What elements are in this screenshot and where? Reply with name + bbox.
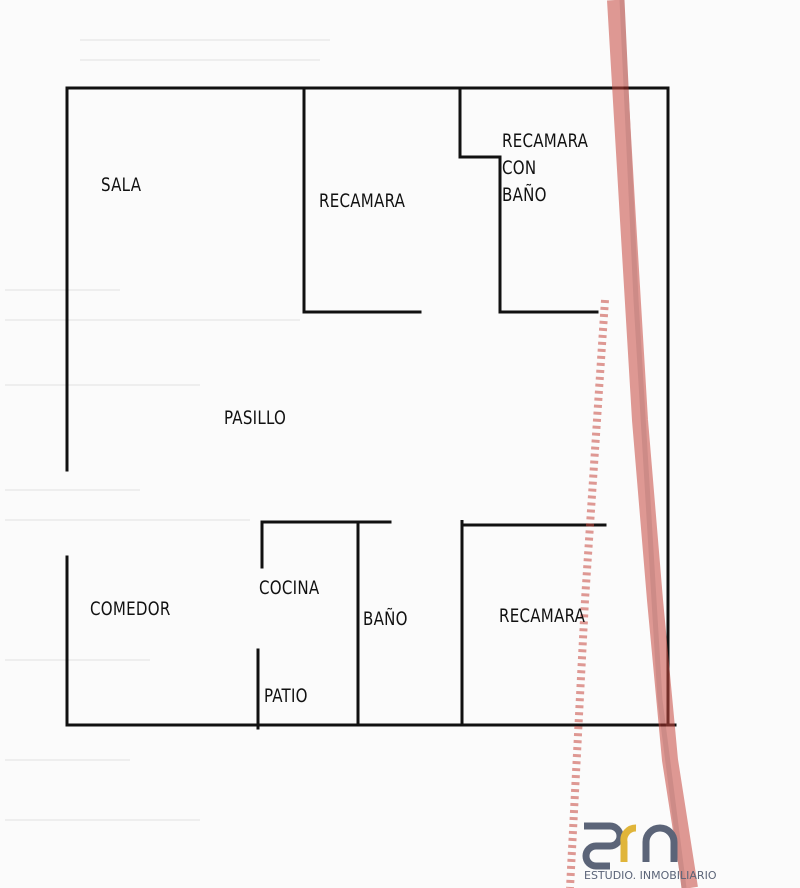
- room-label-recamara-con-bano-1: RECAMARA: [502, 130, 589, 152]
- room-label-sala: SALA: [101, 174, 142, 196]
- room-label-recamara-2: RECAMARA: [499, 605, 586, 627]
- room-label-recamara: RECAMARA: [319, 190, 406, 212]
- logo-text: ESTUDIO. INMOBILIARIO: [584, 869, 717, 882]
- room-label-patio: PATIO: [264, 685, 308, 707]
- room-label-recamara-con-bano-2: CON: [502, 157, 537, 179]
- wall-bedroom3: [460, 520, 607, 727]
- background-bleed-text: [5, 39, 330, 821]
- red-scribble: [566, 0, 698, 888]
- room-label-cocina: COCINA: [259, 577, 320, 599]
- wall-kitchen: [260, 520, 392, 569]
- room-label-comedor: COMEDOR: [90, 598, 171, 620]
- room-label-recamara-con-bano-3: BAÑO: [502, 184, 547, 206]
- room-label-bano: BAÑO: [363, 608, 408, 630]
- room-label-pasillo: PASILLO: [224, 407, 287, 429]
- wall-bedroom2: [458, 86, 599, 314]
- logo-mark: [582, 822, 678, 870]
